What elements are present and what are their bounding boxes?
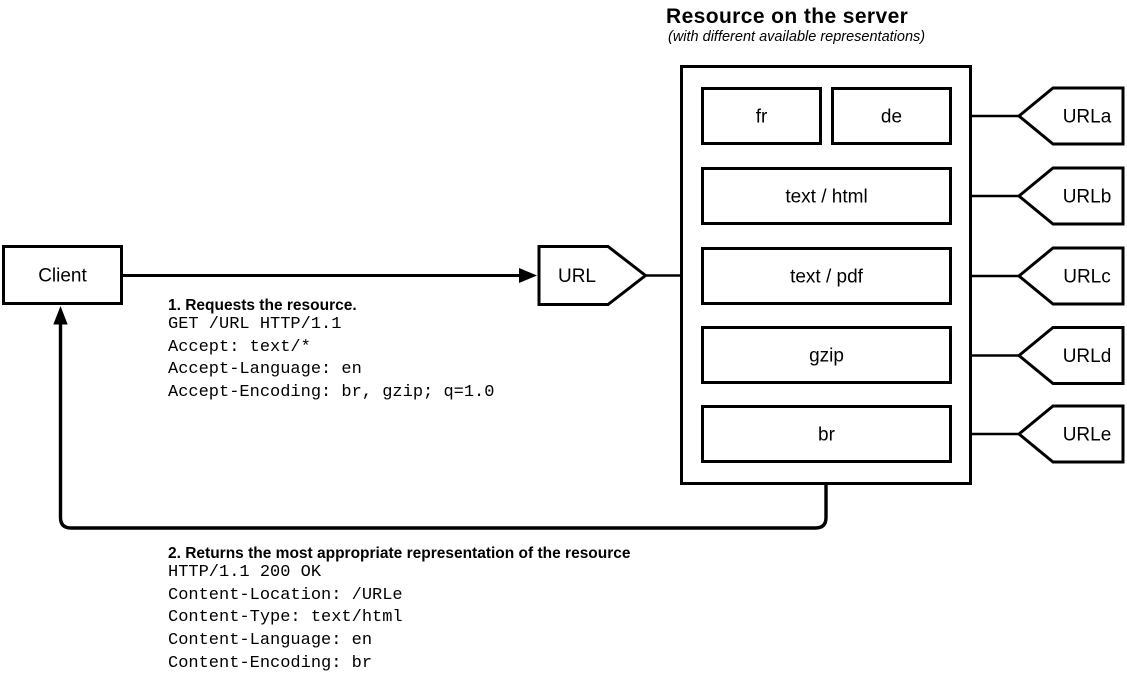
representation-label-gzip: gzip [809, 346, 844, 367]
request-headers: GET /URL HTTP/1.1 Accept: text/* Accept-… [168, 314, 494, 405]
representation-label-br: br [818, 425, 836, 446]
response-line-5: Content-Encoding: br [168, 653, 373, 673]
response-arrowhead-icon [53, 306, 68, 325]
page-subtitle: (with different available representation… [668, 29, 926, 45]
representation-box-text-pdf [701, 247, 952, 305]
request-step-label: 1. Requests the resource. [168, 297, 357, 314]
client-label: Client [38, 266, 87, 287]
url-tag-label-e: URLe [1063, 425, 1112, 446]
url-tag-shape-a [1016, 86, 1125, 146]
response-line-3: Content-Type: text/html [168, 608, 403, 628]
url-node-shape [537, 245, 648, 306]
representation-box-de [831, 87, 952, 145]
response-line-4: Content-Language: en [168, 631, 373, 651]
representation-label-text-pdf: text / pdf [790, 267, 864, 288]
representation-label-fr: fr [756, 107, 768, 128]
url-tag-shape-d [1016, 326, 1125, 385]
request-line-2: Accept: text/* [168, 337, 311, 357]
request-line-4: Accept-Encoding: br, gzip; q=1.0 [168, 383, 495, 403]
url-tag-label-a: URLa [1063, 107, 1112, 128]
response-step-label: 2. Returns the most appropriate represen… [168, 545, 631, 562]
response-line-2: Content-Location: /URLe [168, 585, 403, 605]
representation-label-text-html: text / html [785, 187, 867, 208]
client-box [2, 245, 123, 305]
representation-box-text-html [701, 167, 952, 225]
response-arrow-path [58, 324, 828, 530]
request-line-3: Accept-Language: en [168, 360, 362, 380]
url-tag-shape-b [1016, 166, 1125, 226]
url-tag-shape-c [1016, 246, 1125, 306]
url-node-label: URL [558, 266, 596, 287]
request-line-1: GET /URL HTTP/1.1 [168, 315, 342, 334]
url-tag-label-c: URLc [1063, 267, 1111, 288]
representation-box-gzip [701, 326, 952, 384]
representation-box-fr [701, 87, 822, 145]
response-headers: HTTP/1.1 200 OK Content-Location: /URLe … [168, 562, 403, 676]
url-tag-shape-e [1016, 404, 1125, 464]
representation-label-de: de [881, 107, 902, 128]
page-title: Resource on the server [666, 5, 909, 28]
url-tag-label-d: URLd [1063, 346, 1112, 367]
request-arrowhead-icon [519, 268, 537, 283]
response-line-1: HTTP/1.1 200 OK [168, 563, 322, 582]
url-tag-label-b: URLb [1063, 187, 1112, 208]
representation-box-br [701, 405, 952, 463]
